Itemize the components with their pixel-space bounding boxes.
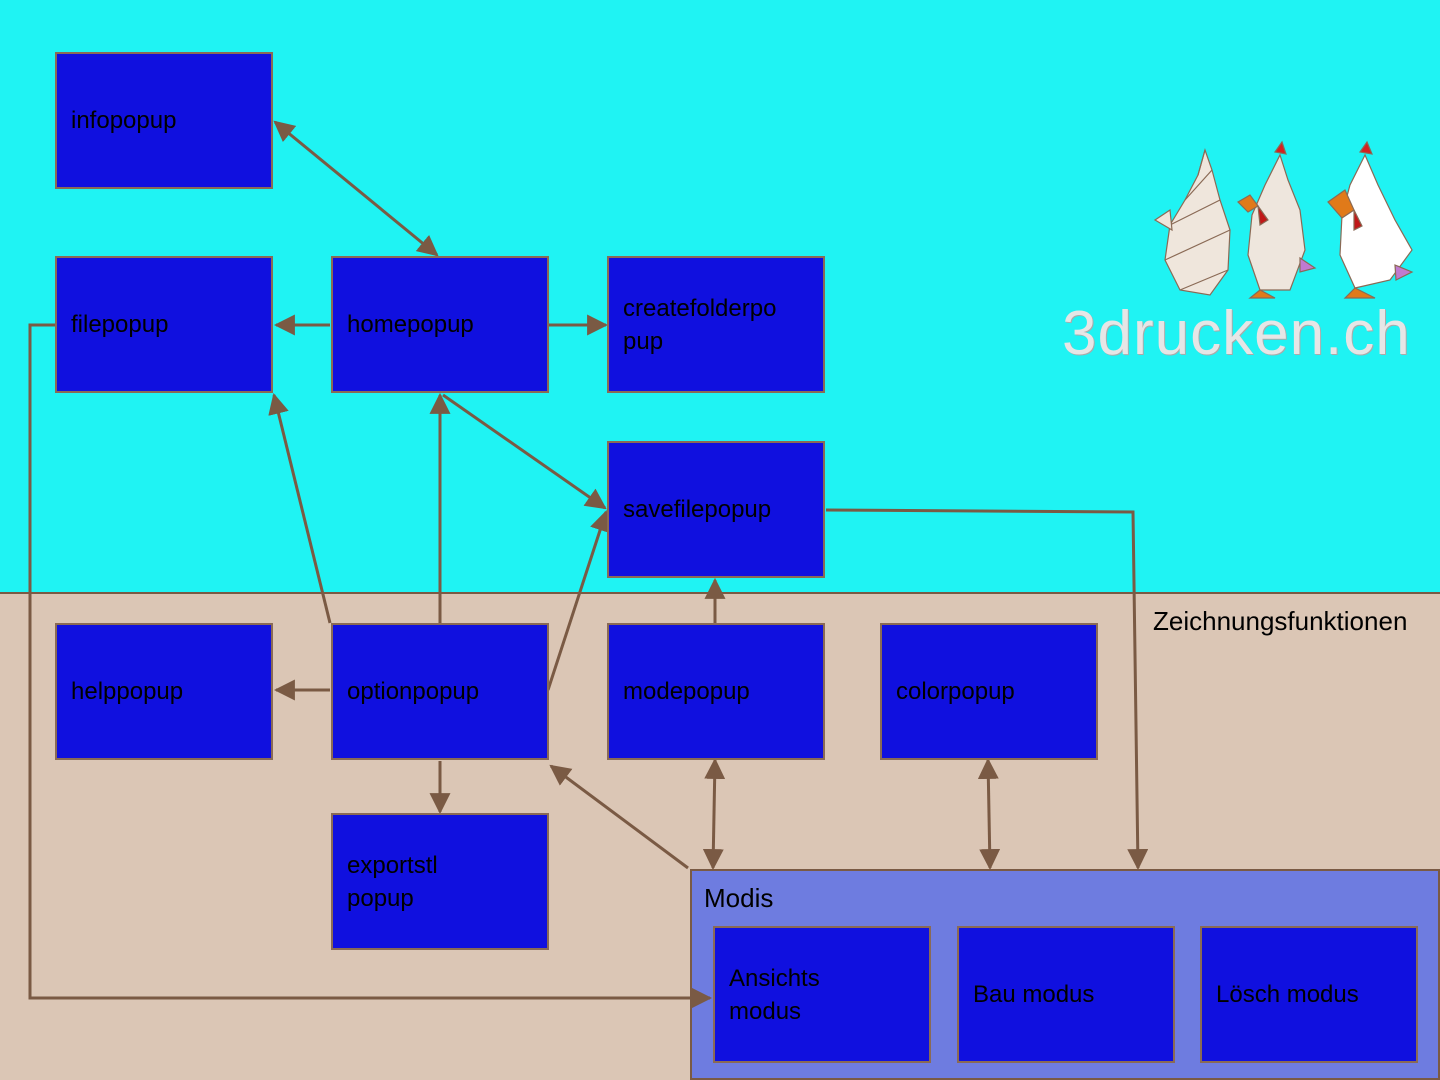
edge-modis-option [549,764,689,870]
node-colorpopup-label: colorpopup [896,678,1015,705]
node-optionpopup: optionpopup [331,623,549,760]
node-savefilepopup-label: savefilepopup [623,496,772,523]
edge-file-ansichtsmodus [28,323,713,1009]
node-baumodus-label: Bau modus [973,981,1095,1008]
edge-option-savefile [546,510,611,691]
node-savefilepopup: savefilepopup [607,441,825,578]
edge-savefile-modis [825,508,1149,871]
node-homepopup-label: homepopup [347,311,474,338]
drawing-functions-label: Zeichnungsfunktionen [1153,606,1408,636]
node-infopopup-label: infopopup [71,107,177,134]
node-ansichtsmodus: Ansichts modus [713,926,931,1063]
node-loeschmodus-label: Lösch modus [1216,981,1359,1008]
node-exportstlpopup: exportstl popup [331,813,549,950]
node-helppopup-label: helppopup [71,678,184,705]
node-helppopup: helppopup [55,623,273,760]
node-modepopup: modepopup [607,623,825,760]
node-optionpopup-label: optionpopup [347,678,480,705]
edge-info-home [273,120,439,257]
node-createfolderpopup: createfolderpo pup [607,256,825,393]
node-filepopup-label: filepopup [71,311,169,338]
node-filepopup: filepopup [55,256,273,393]
modes-label: Modis [704,883,774,913]
node-exportstlpopup-label: exportstl popup [347,851,438,912]
node-loeschmodus: Lösch modus [1200,926,1418,1063]
three-chickens-logo-icon [1153,140,1414,299]
node-colorpopup: colorpopup [880,623,1098,760]
edge-option-file [268,392,332,624]
logo-text: 3drucken.ch [1062,299,1411,368]
edge-color-modis [977,757,1001,871]
edge-mode-modis [702,757,726,871]
node-createfolderpopup-label: createfolderpo pup [623,294,777,355]
node-ansichtsmodus-label: Ansichts modus [729,964,820,1025]
node-homepopup: homepopup [331,256,549,393]
node-infopopup: infopopup [55,52,273,189]
node-modepopup-label: modepopup [623,678,750,705]
node-baumodus: Bau modus [957,926,1175,1063]
edge-home-savefile [442,393,607,510]
